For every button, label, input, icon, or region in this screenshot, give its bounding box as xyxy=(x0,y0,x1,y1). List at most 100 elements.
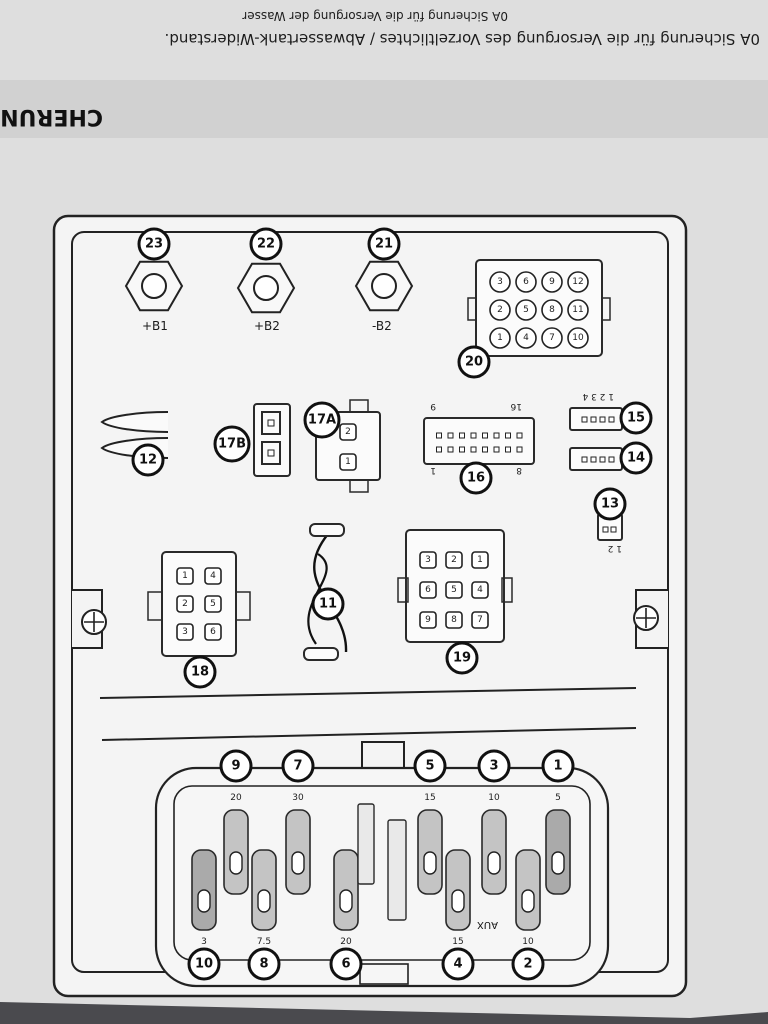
svg-text:21: 21 xyxy=(375,237,393,252)
callout-16: 16 xyxy=(459,461,493,495)
callout-18: 18 xyxy=(183,655,217,689)
fuse-rating-4: 15 xyxy=(452,937,463,947)
svg-text:19: 19 xyxy=(453,651,471,666)
svg-text:17A: 17A xyxy=(308,413,336,428)
fuse-rating-7: 30 xyxy=(292,793,304,803)
terminal-minus-b2-label: -B2 xyxy=(372,319,392,333)
connector-19-pin-7: 7 xyxy=(477,615,483,625)
connector-18-pin-3: 3 xyxy=(182,627,188,637)
empty-slot-2 xyxy=(357,803,375,885)
callouts: 1234567891011121314151617A17B18192021222… xyxy=(131,227,653,981)
fuse-rating-5: 15 xyxy=(424,793,435,803)
svg-text:6: 6 xyxy=(341,957,350,972)
connector-18-pin-6: 6 xyxy=(210,627,216,637)
connector-20-pin-11: 11 xyxy=(572,305,583,315)
svg-text:23: 23 xyxy=(145,237,163,252)
connector-19-pin-8: 8 xyxy=(451,615,457,625)
callout-2: 2 xyxy=(511,947,545,981)
terminal-plus-b1-label: +B1 xyxy=(142,319,168,333)
callout-4: 4 xyxy=(441,947,475,981)
callout-10: 10 xyxy=(187,947,221,981)
callout-8: 8 xyxy=(247,947,281,981)
svg-text:22: 22 xyxy=(257,237,275,252)
connector-19-pin-6: 6 xyxy=(425,585,431,595)
connector-20-pin-8: 8 xyxy=(549,305,555,315)
svg-text:11: 11 xyxy=(319,597,337,612)
divider-line-2 xyxy=(101,727,637,741)
svg-text:8: 8 xyxy=(259,957,268,972)
connector-20-pin-6: 6 xyxy=(523,277,529,287)
connector-19-pin-4: 4 xyxy=(477,585,483,595)
fuse-rating-6: 20 xyxy=(340,937,352,947)
callout-21: 21 xyxy=(367,227,401,261)
callout-9: 9 xyxy=(219,749,253,783)
callout-13: 13 xyxy=(593,487,627,521)
svg-text:3: 3 xyxy=(489,759,498,774)
connector-19-pin-1: 1 xyxy=(477,555,483,565)
callout-17a: 17A xyxy=(303,401,341,439)
connector-20-pin-5: 5 xyxy=(523,305,529,315)
fuse-block-clip xyxy=(359,963,409,985)
connector-20-pin-4: 4 xyxy=(523,333,529,343)
connector-17a-pin-2: 2 xyxy=(345,427,351,437)
svg-text:15: 15 xyxy=(627,411,645,426)
connector-20-pin-2: 2 xyxy=(497,305,503,315)
svg-text:9: 9 xyxy=(231,759,240,774)
svg-text:1: 1 xyxy=(430,465,436,475)
callout-14: 14 xyxy=(619,441,653,475)
connector-20-pin-10: 10 xyxy=(572,333,584,343)
connector-13-pins: 1 2 xyxy=(608,543,622,553)
connector-18[interactable] xyxy=(161,551,237,657)
connector-19-pin-2: 2 xyxy=(451,555,457,565)
callout-15: 15 xyxy=(619,401,653,435)
fuse-rating-3: 10 xyxy=(488,793,500,803)
connector-20-pin-3: 3 xyxy=(497,277,503,287)
connector-19-pin-3: 3 xyxy=(425,555,431,565)
callout-19: 19 xyxy=(445,641,479,675)
aux-label: AUX xyxy=(477,919,498,930)
connector-20-pin-7: 7 xyxy=(549,333,555,343)
svg-text:10: 10 xyxy=(195,957,213,972)
svg-text:4: 4 xyxy=(453,957,462,972)
terminal-plus-b2-label: +B2 xyxy=(254,319,280,333)
svg-text:12: 12 xyxy=(139,453,157,468)
divider-line-1 xyxy=(99,687,637,699)
callout-12: 12 xyxy=(131,443,165,477)
svg-text:17B: 17B xyxy=(218,437,246,452)
connector-18-pin-1: 1 xyxy=(182,571,188,581)
fuse-rating-9: 20 xyxy=(230,793,242,803)
section-heading: CHERUNGEN xyxy=(0,104,103,129)
callout-3: 3 xyxy=(477,749,511,783)
svg-text:18: 18 xyxy=(191,665,209,680)
connector-18-pin-4: 4 xyxy=(210,571,216,581)
callout-7: 7 xyxy=(281,749,315,783)
connector-16[interactable] xyxy=(423,417,535,465)
svg-text:5: 5 xyxy=(425,759,434,774)
rotated-content: CHERUNGEN 0A Sicherung für die Versorgun… xyxy=(0,9,760,998)
connector-20-pin-1: 1 xyxy=(497,333,503,343)
callout-23: 23 xyxy=(137,227,171,261)
svg-text:8: 8 xyxy=(516,465,522,475)
connector-17a-pin-1: 1 xyxy=(345,457,351,467)
callout-1: 1 xyxy=(541,749,575,783)
callout-17b: 17B xyxy=(213,425,251,463)
connector-19-pin-9: 9 xyxy=(425,615,431,625)
connector-20-pin-12: 12 xyxy=(572,277,583,287)
callout-5: 5 xyxy=(413,749,447,783)
fuse-rating-10: 3 xyxy=(201,937,207,947)
callout-6: 6 xyxy=(329,947,363,981)
svg-text:13: 13 xyxy=(601,497,619,512)
svg-text:9: 9 xyxy=(430,401,436,411)
divider-latch xyxy=(361,741,405,769)
callout-11: 11 xyxy=(311,587,345,621)
heading-band xyxy=(0,80,768,138)
connector-19-pin-5: 5 xyxy=(451,585,457,595)
svg-text:14: 14 xyxy=(627,451,645,466)
svg-text:16: 16 xyxy=(467,471,485,486)
fuse-rating-2: 10 xyxy=(522,937,534,947)
connector-18-pin-5: 5 xyxy=(210,599,216,609)
connector-15-pins: 1 2 3 4 xyxy=(582,391,614,401)
empty-slot-1 xyxy=(387,819,407,921)
svg-text:2: 2 xyxy=(523,957,532,972)
